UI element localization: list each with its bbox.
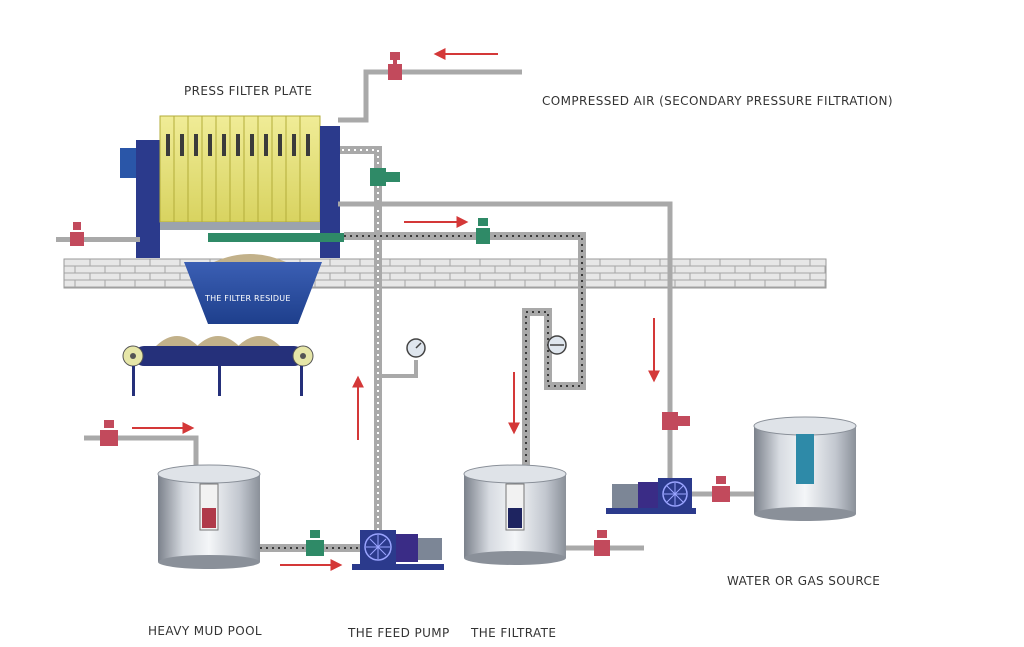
heavy-mud-pool-tank: [157, 464, 261, 569]
compressed-air-line: [338, 69, 522, 123]
wash-line-valve: [662, 412, 690, 430]
filtrate-line: [344, 232, 586, 470]
press-filter-plate-label: PRESS FILTER PLATE: [184, 84, 313, 98]
filtrate-gauge: [547, 335, 567, 355]
filtrate-tank: [463, 464, 567, 565]
heavy-mud-pool-label: HEAVY MUD POOL: [148, 624, 263, 638]
drain-valve: [70, 222, 84, 246]
filtrate-outlet-valve: [594, 530, 610, 556]
wash-line: [338, 201, 673, 480]
pressure-gauge: [382, 338, 426, 378]
compressed-air-label: COMPRESSED AIR (SECONDARY PRESSURE FILTR…: [542, 94, 893, 108]
conveyor-belt: [122, 336, 314, 396]
water-gas-source-tank: [753, 416, 857, 521]
water-gas-source-label: WATER OR GAS SOURCE: [727, 574, 881, 588]
compressed-air-valve: [388, 52, 402, 80]
press-filter: [56, 115, 344, 258]
feed-line: [340, 146, 382, 542]
source-pump: [606, 478, 696, 514]
feed-pump: [352, 530, 444, 570]
brick-platform: [63, 258, 827, 289]
feed-line-valve: [370, 168, 400, 186]
source-line-valve: [712, 476, 730, 502]
mud-inlet-valve: [100, 420, 118, 446]
filtrate-valve: [476, 218, 490, 244]
filter-residue-label: THE FILTER RESIDUE: [205, 294, 291, 303]
feed-pump-label: THE FEED PUMP: [348, 626, 450, 640]
residue-hopper: [184, 262, 322, 324]
mud-inlet-pipe: [84, 435, 199, 470]
mud-outlet-valve: [306, 530, 324, 556]
filtrate-label: THE FILTRATE: [471, 626, 557, 640]
residue-pile: [214, 254, 286, 262]
